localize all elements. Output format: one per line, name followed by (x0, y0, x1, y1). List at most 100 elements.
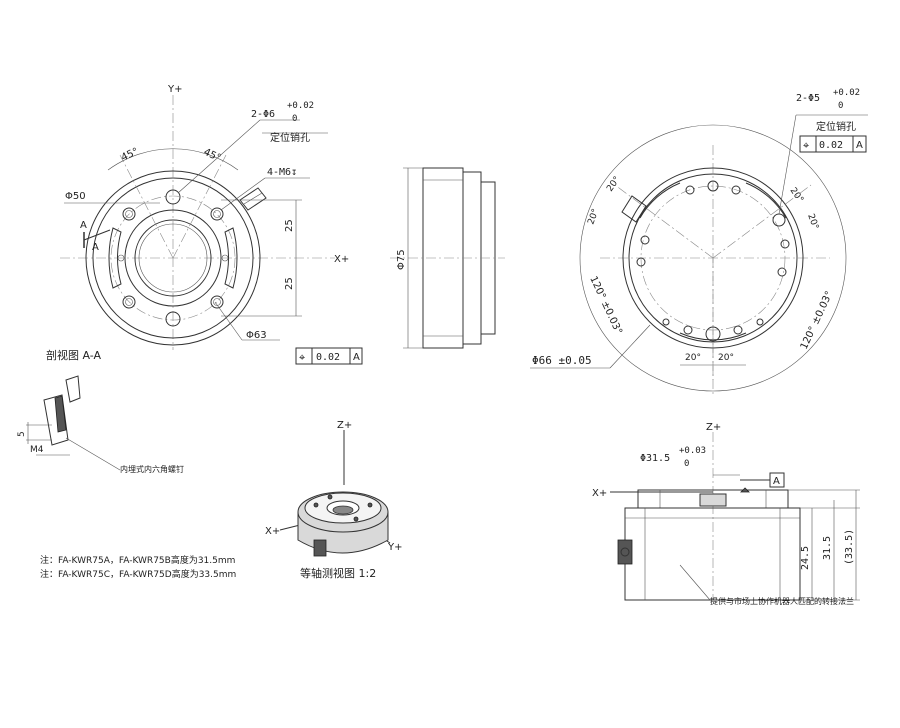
m6-hole-1 (122, 207, 136, 221)
dia-63-label: Φ63 (246, 330, 267, 341)
br-dia-tol-upper: +0.03 (679, 446, 706, 456)
m6-hole-2 (210, 207, 224, 221)
section-title: 剖视图 A-A (46, 348, 102, 362)
dia-66-label: Φ66 ±0.05 (532, 354, 592, 367)
iso-hole-3 (327, 494, 333, 500)
iso-axis-z: Z+ (337, 420, 352, 431)
dia63-leader (214, 301, 243, 341)
left-slot (108, 227, 122, 289)
angle-120-right: 120° ±0.03° (799, 290, 836, 352)
flatness-frame: ⌖ 0.02 A (295, 347, 363, 365)
iso-bore-inner (332, 505, 354, 515)
angle-line-right (172, 154, 227, 259)
screw-note-leader (65, 437, 121, 471)
x-axis-label: X+ (334, 254, 349, 265)
flatness-symbol: ⌖ (299, 351, 305, 364)
back-hole-8 (683, 325, 693, 335)
angle-20-a: 20° (605, 175, 622, 194)
back-pin-note: 定位销孔 (816, 120, 856, 133)
flange-circle (92, 177, 254, 339)
position-datum: A (856, 140, 863, 151)
flatness-value: 0.02 (316, 352, 340, 363)
ridge-2 (745, 182, 787, 219)
pin-hole-callout: 2-Φ6 (251, 109, 275, 120)
back-hole-13 (756, 318, 764, 326)
radial-2 (712, 184, 812, 259)
iso-hole-1 (313, 502, 319, 508)
pin-hole-bottom (165, 311, 181, 327)
iso-axis-x: X+ (265, 526, 280, 537)
notes: 注：FA-KWR75A，FA-KWR75B高度为31.5mm 注：FA-KWR7… (40, 554, 236, 580)
section-head (65, 375, 81, 403)
br-dia-callout: Φ31.5 (640, 453, 670, 464)
pin-hole-note: 定位销孔 (270, 131, 310, 144)
back-pin-tol-upper: +0.02 (833, 88, 860, 98)
br-axis-x: X+ (592, 488, 607, 499)
right-slot (224, 227, 238, 289)
iso-connector (313, 539, 327, 557)
note-line-2: 注：FA-KWR75C，FA-KWR75D高度为33.5mm (40, 568, 236, 580)
back-flange (628, 173, 798, 343)
br-main-body (624, 507, 801, 601)
dia-50-label: Φ50 (65, 191, 86, 202)
br-axis-z: Z+ (706, 422, 721, 433)
br-datum-a: A (773, 476, 780, 487)
br-dia-tol-lower: 0 (684, 459, 689, 469)
screw-note: 内埋式内六角螺钉 (120, 464, 184, 474)
m6-hole-2-inner (213, 210, 221, 218)
thread-callout: 4-M6↧ (267, 167, 297, 178)
back-view: 20° 20° 20° 20° 20° 20° 120° ±0.03° 120°… (530, 88, 868, 395)
section-marker-a-bottom: A (92, 242, 99, 253)
side-screw-left (117, 254, 125, 262)
dim-5: 5 (17, 431, 27, 437)
dim-25-top: 25 (284, 219, 295, 232)
front-view: Y+ X+ 45° 45° (60, 84, 363, 365)
connector-line (243, 192, 263, 205)
pin-hole-tol-lower: 0 (292, 114, 297, 124)
inner-bore-chamfer (138, 223, 208, 293)
iso-hole-4 (353, 516, 359, 522)
inner-bore (134, 219, 212, 297)
br-connector-pin (620, 547, 630, 557)
back-pin-hole-right (772, 213, 786, 227)
angle-20-d: 20° (805, 213, 820, 231)
note-line-1: 注：FA-KWR75A，FA-KWR75B高度为31.5mm (40, 554, 235, 566)
pin-leader (177, 119, 261, 194)
iso-title: 等轴测视图 1:2 (300, 566, 376, 580)
back-hole-3 (731, 185, 741, 195)
angle-right-label: 45° (202, 147, 223, 164)
position-symbol: ⌖ (803, 139, 809, 152)
br-dim-33-5: (33.5) (844, 529, 855, 565)
angle-left-label: 45° (120, 146, 141, 163)
bolt-circle (110, 195, 236, 321)
back-connector (621, 195, 647, 223)
back-hole-6 (777, 267, 787, 277)
back-hole-11 (640, 235, 650, 245)
dim-m4: M4 (30, 445, 44, 455)
dim-25-bottom: 25 (284, 277, 295, 290)
back-pin-callout: 2-Φ5 (796, 93, 820, 104)
section-mark-arrow (83, 229, 111, 241)
br-connector (617, 539, 633, 565)
section-view: 剖视图 A-A 5 M4 内埋式内六角螺钉 (17, 348, 184, 474)
position-box (799, 135, 867, 153)
back-hole-9 (733, 325, 743, 335)
pin-hole-tol-upper: +0.02 (287, 101, 314, 111)
br-note-leader (679, 564, 711, 601)
iso-view: Z+ X+ Y+ 等轴测视图 1:2 (265, 420, 403, 580)
br-datum-triangle (740, 487, 750, 493)
angle-120-left: 120° ±0.03° (587, 275, 624, 337)
br-dim-31-5: 31.5 (822, 536, 833, 560)
back-hole-10 (636, 257, 646, 267)
br-center-boss (699, 493, 727, 507)
y-axis-label: Y+ (167, 84, 183, 95)
m6-hole-3 (122, 295, 136, 309)
back-hole-top (707, 180, 719, 192)
radial-1 (614, 184, 714, 259)
m6-hole-4 (210, 295, 224, 309)
angle-20-e: 20° (685, 353, 701, 363)
iso-x-axis (279, 524, 301, 531)
iso-hole-2 (367, 502, 373, 508)
connector-body (239, 187, 267, 211)
back-pin-tol-lower: 0 (838, 101, 843, 111)
